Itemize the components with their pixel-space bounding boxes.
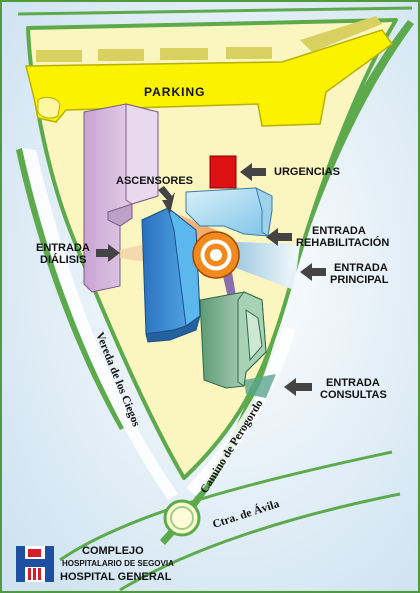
entrada-principal-label-1: ENTRADA — [334, 262, 388, 274]
entrada-dialisis-label-2: DIÁLISIS — [40, 253, 86, 266]
arrow-ascensores-icon — [158, 186, 175, 214]
parking-stall — [160, 48, 208, 60]
rear-building — [185, 187, 273, 237]
logo-line-2: HOSPITALARIO DE SEGOVIA — [62, 559, 174, 568]
arrow-consultas-icon — [284, 378, 312, 396]
arrow-rehabilitacion-icon — [266, 228, 292, 246]
ascensores-label: ASCENSORES — [116, 175, 193, 187]
road-bottom — [59, 450, 393, 562]
main-building — [141, 206, 201, 343]
entrada-dialisis-label-1: ENTRADA — [36, 242, 90, 254]
main-lobby-rotunda — [192, 231, 240, 279]
dialisis-building — [83, 103, 159, 293]
parking-stall — [36, 50, 82, 62]
urgencias-label: URGENCIAS — [274, 166, 340, 178]
parking-label: PARKING — [144, 85, 205, 99]
parking-stall — [98, 49, 144, 61]
arrow-principal-icon — [300, 263, 326, 281]
parking-stall — [226, 47, 272, 59]
entrada-rehab-label-2: REHABILITACIÓN — [296, 236, 389, 249]
dialisis-entrance-beam — [120, 244, 146, 262]
principal-entrance-beam — [236, 242, 300, 290]
logo-line-3: HOSPITAL GENERAL — [60, 571, 172, 583]
road-bottom-edge — [119, 492, 401, 592]
road-camino — [186, 326, 296, 496]
arrow-urgencias-icon — [240, 163, 266, 181]
consultas-building — [199, 291, 267, 389]
road-vereda — [22, 148, 178, 500]
arrow-dialisis-icon — [96, 244, 120, 262]
top-border-line — [17, 6, 413, 16]
entrada-principal-label-2: PRINCIPAL — [330, 274, 389, 286]
roundabout — [163, 499, 201, 537]
connector — [222, 272, 236, 298]
entrada-consultas-label-1: ENTRADA — [326, 377, 380, 389]
left-border-line — [16, 148, 124, 430]
consultas-entrance-beam — [244, 374, 276, 398]
hospital-logo — [16, 546, 54, 582]
entrada-consultas-label-2: CONSULTAS — [320, 389, 387, 401]
urgencias-building — [209, 155, 237, 189]
logo-line-1: COMPLEJO — [82, 545, 144, 557]
parking-area — [25, 16, 394, 127]
entrada-rehab-label-1: ENTRADA — [312, 225, 366, 237]
